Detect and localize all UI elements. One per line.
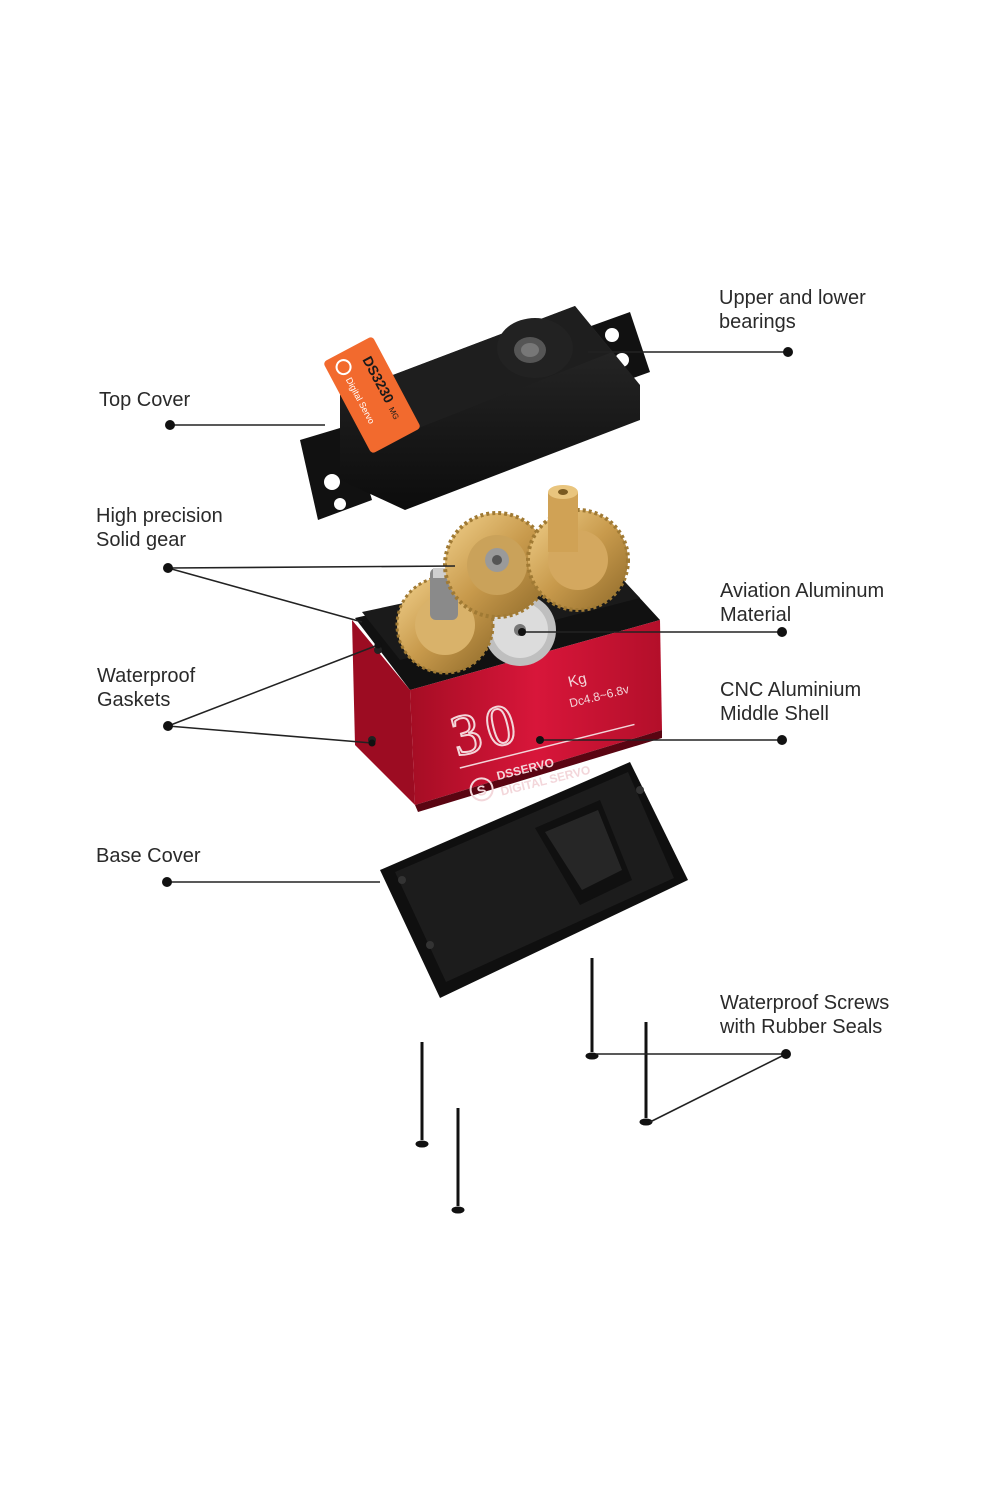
- middle-shell-with-gears: 30 Kg Dc4.8~6.8v S DSSERVO DIGITAL SERVO: [352, 485, 662, 812]
- label-aluminum-material-line1: Aviation Aluminum: [720, 580, 885, 602]
- leader-upper-bearings: [588, 347, 793, 357]
- label-base-cover-line1: Base Cover: [96, 845, 201, 867]
- leader-aluminum-material: [518, 627, 787, 637]
- label-screws-line1: Waterproof Screws: [720, 992, 890, 1014]
- label-middle-shell-line2: Middle Shell: [720, 703, 829, 725]
- label-top-cover-line1: Top Cover: [99, 389, 191, 411]
- leader-base-cover: [162, 877, 380, 887]
- label-aluminum-material: Aviation Aluminum Material: [720, 579, 884, 627]
- label-middle-shell-line1: CNC Aluminium: [720, 679, 862, 701]
- label-aluminum-material-line2: Material: [720, 604, 792, 626]
- label-upper-bearings: Upper and lower bearings: [719, 286, 866, 334]
- label-gaskets-line2: Gaskets: [97, 689, 171, 711]
- top-cover: DS3230 MG Digital Servo: [300, 306, 650, 520]
- screw-1: [585, 958, 599, 1060]
- leader-screws: [596, 1049, 791, 1123]
- screw-3: [415, 1042, 429, 1148]
- label-upper-bearings-line2: bearings: [719, 311, 796, 333]
- label-upper-bearings-line1: Upper and lower: [719, 287, 866, 309]
- screw-2: [639, 1022, 653, 1126]
- label-middle-shell: CNC Aluminium Middle Shell: [720, 678, 861, 726]
- label-gaskets: Waterproof Gaskets: [97, 664, 195, 712]
- badge-logo-icon: [335, 359, 352, 376]
- output-gear: [526, 485, 630, 612]
- label-top-cover: Top Cover: [99, 388, 190, 412]
- label-solid-gear-line1: High precision: [96, 505, 223, 527]
- screws: [415, 958, 653, 1214]
- leader-middle-shell: [536, 735, 787, 745]
- brand-logo-letter: S: [475, 781, 488, 799]
- leader-gaskets: [163, 641, 382, 747]
- label-screws: Waterproof Screws with Rubber Seals: [720, 991, 889, 1039]
- label-base-cover: Base Cover: [96, 844, 201, 868]
- brand-logo-icon: [469, 777, 494, 802]
- aluminum-middle-shell: [352, 620, 415, 805]
- label-screws-line2: with Rubber Seals: [720, 1016, 883, 1038]
- label-solid-gear: High precision Solid gear: [96, 504, 223, 552]
- leader-lines: [162, 347, 793, 1123]
- base-cover: [380, 762, 688, 998]
- leader-solid-gear: [163, 563, 456, 623]
- leader-top-cover: [165, 420, 325, 430]
- label-solid-gear-line2: Solid gear: [96, 529, 187, 551]
- torque-unit-text: Kg: [566, 670, 588, 691]
- label-gaskets-line1: Waterproof: [97, 665, 196, 687]
- screw-4: [451, 1108, 465, 1214]
